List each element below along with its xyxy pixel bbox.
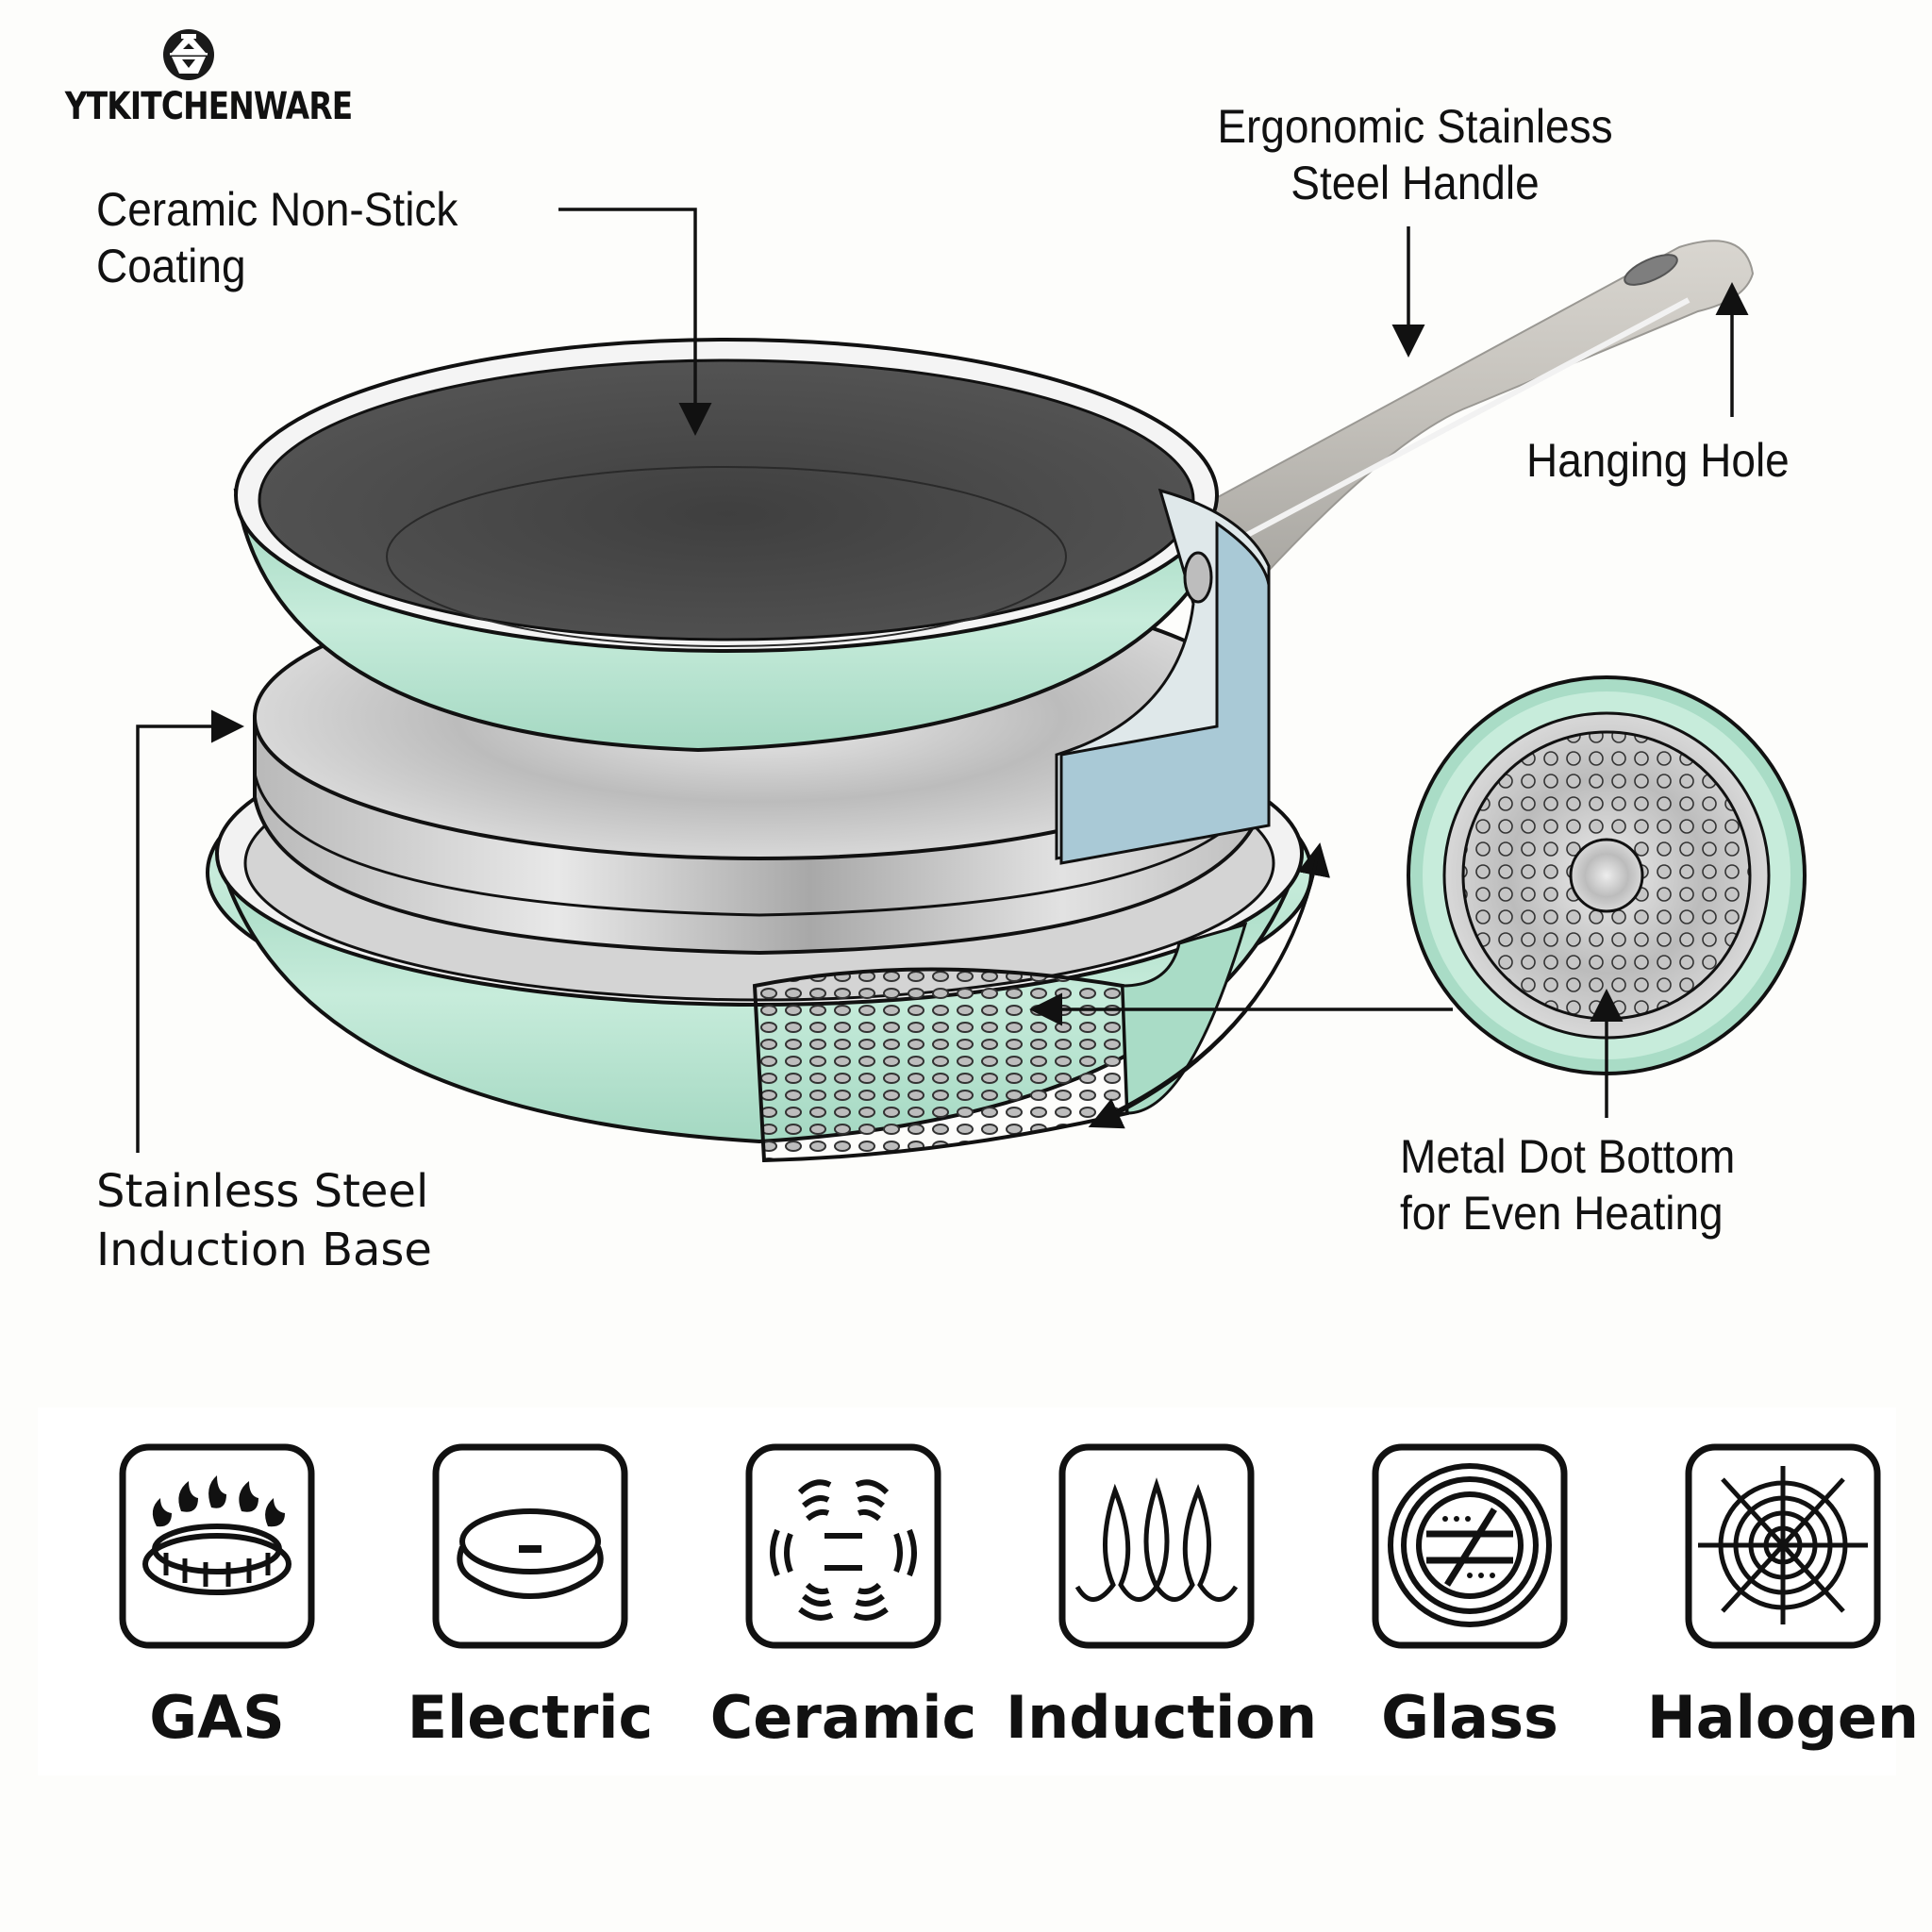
hanging-hole <box>1624 254 1678 286</box>
ceramic-coating <box>258 358 1195 641</box>
stove-compatibility-row: GAS Electric Ceramic <box>38 1443 1919 1783</box>
pan-illustration <box>136 208 1807 1163</box>
pot-emblem-icon <box>163 29 214 80</box>
stove-item-gas: GAS <box>66 1443 368 1751</box>
halogen-hob-icon <box>1685 1443 1881 1649</box>
upper-pan <box>233 338 1271 865</box>
electric-plate-icon <box>432 1443 628 1649</box>
callout-line: Metal Dot Bottom <box>1400 1130 1736 1183</box>
stove-label: Halogen <box>1646 1683 1920 1752</box>
callout-handle: Ergonomic Stainless Steel Handle <box>1172 98 1657 211</box>
stove-item-glass: Glass <box>1319 1443 1621 1751</box>
callout-line: Ergonomic Stainless <box>1217 100 1613 153</box>
callout-line: Steel Handle <box>1291 157 1540 209</box>
stove-label: GAS <box>149 1683 285 1752</box>
brand: YTKITCHENWARE <box>64 28 353 128</box>
stove-item-induction: Induction <box>1006 1443 1318 1752</box>
coating-leader <box>558 208 712 436</box>
gas-burner-icon <box>119 1443 315 1649</box>
ceramic-hob-icon <box>745 1443 941 1649</box>
leader-lines <box>136 208 1749 1153</box>
stove-item-electric: Electric <box>379 1443 681 1751</box>
stove-label: Induction <box>1006 1683 1318 1752</box>
base-leader <box>136 709 244 1153</box>
callout-line: Hanging Hole <box>1526 434 1790 487</box>
stove-item-ceramic: Ceramic <box>692 1443 994 1751</box>
curved-arrow-down <box>1088 848 1321 1129</box>
callout-line: Stainless Steel <box>96 1165 429 1218</box>
stove-label: Ceramic <box>709 1683 977 1752</box>
callout-ceramic-coating: Ceramic Non-Stick Coating <box>96 181 458 294</box>
brand-name: YTKITCHENWARE <box>64 85 353 128</box>
stove-label: Glass <box>1381 1683 1558 1752</box>
callout-line: for Even Heating <box>1400 1187 1724 1240</box>
bottom-view <box>1407 675 1807 1075</box>
callout-line: Induction Base <box>96 1224 432 1276</box>
callout-induction-base: Stainless Steel Induction Base <box>96 1162 432 1279</box>
handle <box>1158 240 1755 577</box>
stove-label: Electric <box>407 1683 654 1752</box>
induction-coil-icon <box>1058 1443 1255 1649</box>
stove-compatibility-band <box>38 1407 1896 1775</box>
callout-line: Ceramic Non-Stick <box>96 183 458 236</box>
rivet <box>1183 551 1213 604</box>
stove-item-halogen: Halogen <box>1632 1443 1932 1751</box>
callout-hanging-hole: Hanging Hole <box>1526 432 1790 489</box>
callout-line: Coating <box>96 240 246 292</box>
glass-hob-icon <box>1372 1443 1568 1649</box>
cutaway-layer <box>1059 521 1271 865</box>
callout-metal-dot-bottom: Metal Dot Bottom for Even Heating <box>1400 1128 1735 1241</box>
